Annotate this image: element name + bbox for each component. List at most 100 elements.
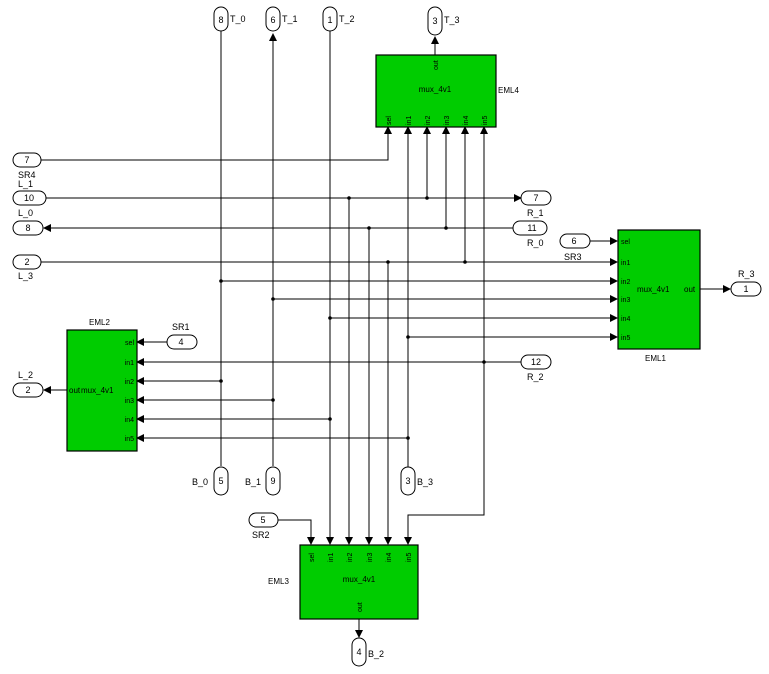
- inport-r0-num: 11: [527, 223, 536, 233]
- outport-r1[interactable]: 7 R_1: [520, 190, 552, 218]
- outport-l0[interactable]: 8 L_0: [12, 208, 44, 236]
- outport-l0-num: 8: [25, 223, 30, 233]
- block-eml1[interactable]: mux_4v1 out EML1 sel in1 in2 in3 in4 in5: [617, 229, 701, 363]
- outport-b0-num: 5: [218, 476, 223, 486]
- eml1-port-sel: sel: [621, 239, 630, 246]
- outport-t3[interactable]: 3 T_3: [427, 6, 460, 36]
- inport-sr2-num: 5: [260, 515, 265, 525]
- eml1-port-in3: in3: [621, 297, 630, 304]
- eml1-port-in2: in2: [621, 279, 630, 286]
- eml2-port-in1: in1: [125, 360, 134, 367]
- inport-b3-label: B_3: [417, 477, 433, 487]
- outport-r1-label: R_1: [527, 208, 544, 218]
- outport-l2[interactable]: 2 L_2: [12, 370, 44, 398]
- eml2-port-in3: in3: [125, 398, 134, 405]
- eml2-port-out: out: [69, 386, 81, 395]
- outport-b2-num: 4: [356, 647, 361, 657]
- outport-b0-label: B_0: [192, 477, 208, 487]
- outport-r3-num: 1: [743, 284, 748, 294]
- branch-points: [219, 196, 486, 440]
- eml2-port-in2: in2: [125, 379, 134, 386]
- outport-b1-label: B_1: [245, 477, 261, 487]
- inport-t1[interactable]: 6 T_1: [265, 6, 298, 32]
- inport-l3-num: 2: [24, 257, 29, 267]
- eml4-port-in1: in1: [406, 116, 413, 125]
- block-eml4[interactable]: mux_4v1 EML4 out sel in1 in2 in3 in4 in5: [375, 54, 519, 128]
- inport-r0[interactable]: 11 R_0: [512, 220, 548, 248]
- eml1-port-in4: in4: [621, 316, 630, 323]
- eml3-port-in4: in4: [386, 553, 393, 562]
- inport-sr1-num: 4: [178, 337, 183, 347]
- inport-r2[interactable]: 12 R_2: [520, 354, 552, 382]
- outport-b1[interactable]: 9 B_1: [245, 466, 281, 496]
- eml4-port-in5: in5: [482, 116, 489, 125]
- inport-sr4[interactable]: 7 SR4: [12, 152, 42, 180]
- eml1-func-label: mux_4v1: [637, 285, 670, 294]
- inport-t0[interactable]: 8 T_0: [213, 6, 246, 32]
- wire-sr4: [41, 126, 392, 161]
- signal-lines: [41, 30, 731, 638]
- inport-t2-num: 1: [327, 15, 332, 25]
- eml4-port-in4: in4: [463, 116, 470, 125]
- inport-r2-label: R_2: [527, 372, 544, 382]
- eml3-func-label: mux_4v1: [343, 575, 376, 584]
- eml3-port-in3: in3: [367, 553, 374, 562]
- outport-t3-num: 3: [432, 16, 437, 26]
- inport-r0-label: R_0: [527, 238, 544, 248]
- outport-b0[interactable]: 5 B_0: [192, 466, 229, 496]
- eml4-func-label: mux_4v1: [419, 85, 452, 94]
- inport-l1-num: 10: [24, 193, 34, 203]
- inport-b3[interactable]: 3 B_3: [400, 466, 433, 496]
- eml2-port-in4: in4: [125, 417, 134, 424]
- eml4-port-sel: sel: [386, 116, 393, 125]
- inport-sr1-label: SR1: [172, 322, 190, 332]
- eml3-port-out: out: [357, 602, 364, 612]
- inport-sr3-label: SR3: [564, 252, 582, 262]
- outport-r3[interactable]: 1 R_3: [730, 269, 762, 297]
- inport-t2[interactable]: 1 T_2: [322, 6, 355, 32]
- inport-b3-num: 3: [405, 476, 410, 486]
- inport-sr3[interactable]: 6 SR3: [559, 233, 591, 262]
- inport-l3-label: L_3: [18, 271, 33, 281]
- inport-t0-num: 8: [218, 15, 223, 25]
- outport-b1-num: 9: [270, 476, 275, 486]
- eml4-port-in2: in2: [425, 116, 432, 125]
- inport-sr2-label: SR2: [252, 530, 270, 540]
- block-eml3[interactable]: mux_4v1 EML3 out sel in1 in2 in3 in4 in5: [268, 544, 419, 620]
- inport-sr1[interactable]: 4 SR1: [166, 322, 198, 350]
- inport-sr4-label: SR4: [18, 170, 36, 180]
- inport-r2-num: 12: [531, 357, 541, 367]
- eml3-port-in5: in5: [406, 553, 413, 562]
- eml3-port-sel: sel: [309, 553, 316, 562]
- eml2-func-label: mux_4v1: [81, 386, 114, 395]
- eml1-port-out: out: [684, 285, 696, 294]
- outport-t3-label: T_3: [444, 15, 460, 25]
- outport-l2-num: 2: [25, 385, 30, 395]
- inport-sr2[interactable]: 5 SR2: [248, 512, 279, 540]
- eml3-name-label: EML3: [268, 577, 289, 586]
- wire-eml3-in5: [404, 362, 485, 545]
- outport-r3-label: R_3: [738, 269, 755, 279]
- outport-b2-label: B_2: [368, 649, 384, 659]
- eml3-port-in1: in1: [328, 553, 335, 562]
- outport-l0-label: L_0: [18, 208, 33, 218]
- inport-l1[interactable]: 10 L_1: [12, 179, 47, 206]
- eml4-port-out: out: [433, 60, 440, 70]
- outport-l2-label: L_2: [18, 370, 33, 380]
- inport-l3[interactable]: 2 L_3: [12, 254, 42, 281]
- eml4-port-in3: in3: [444, 116, 451, 125]
- outport-b2[interactable]: 4 B_2: [351, 637, 384, 667]
- eml1-port-in1: in1: [621, 260, 630, 267]
- eml2-port-in5: in5: [125, 436, 134, 443]
- wire-sr2: [278, 519, 315, 545]
- block-eml2[interactable]: EML2 out mux_4v1 sel in1 in2 in3 in4 in5: [66, 318, 138, 452]
- inport-l1-label: L_1: [18, 179, 33, 189]
- eml2-name-label: EML2: [89, 318, 110, 327]
- outport-r1-num: 7: [533, 193, 538, 203]
- inport-t1-label: T_1: [282, 14, 298, 24]
- inport-t1-num: 6: [270, 15, 275, 25]
- eml2-port-sel: sel: [125, 340, 134, 347]
- eml3-port-in2: in2: [347, 553, 354, 562]
- inport-sr4-num: 7: [24, 155, 29, 165]
- inport-t0-label: T_0: [230, 14, 246, 24]
